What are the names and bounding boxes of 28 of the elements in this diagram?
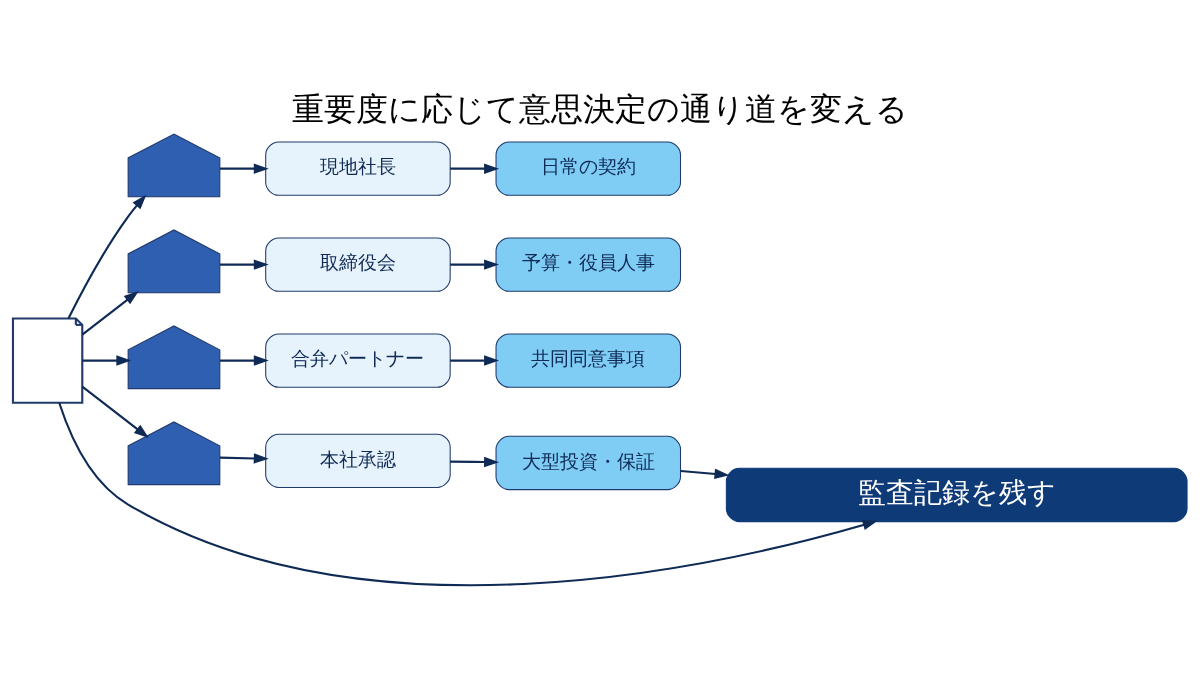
node-box: 合弁パートナー [265, 332, 451, 388]
arrow [450, 162, 500, 174]
arrow [81, 385, 149, 438]
node-box: 共同同意事項 [495, 332, 682, 388]
arrow [82, 354, 132, 366]
arrow [450, 258, 500, 270]
arrow [450, 354, 500, 366]
node-box: 日常の契約 [495, 140, 682, 196]
arrow [680, 468, 730, 479]
arrow [220, 258, 269, 270]
picture [127, 420, 221, 485]
arrow [67, 194, 147, 319]
arrow [58, 402, 878, 586]
arrow [220, 162, 269, 174]
node-box: 本社承認 [265, 433, 451, 488]
node-box: 取締役会 [265, 236, 451, 292]
arrow [220, 354, 269, 366]
picture [127, 132, 221, 197]
node-box: 監査記録を残す [725, 467, 1188, 522]
diagram-title: 重要度に応じて意思決定の通り道を変える [292, 89, 908, 128]
arrow [219, 452, 269, 464]
arrow [81, 290, 139, 335]
node-box: 予算・役員人事 [495, 236, 682, 292]
arrow [450, 456, 500, 467]
picture [127, 228, 221, 293]
picture [127, 324, 221, 389]
node-box: 現地社長 [265, 140, 451, 196]
node-box: 大型投資・保証 [495, 435, 682, 490]
